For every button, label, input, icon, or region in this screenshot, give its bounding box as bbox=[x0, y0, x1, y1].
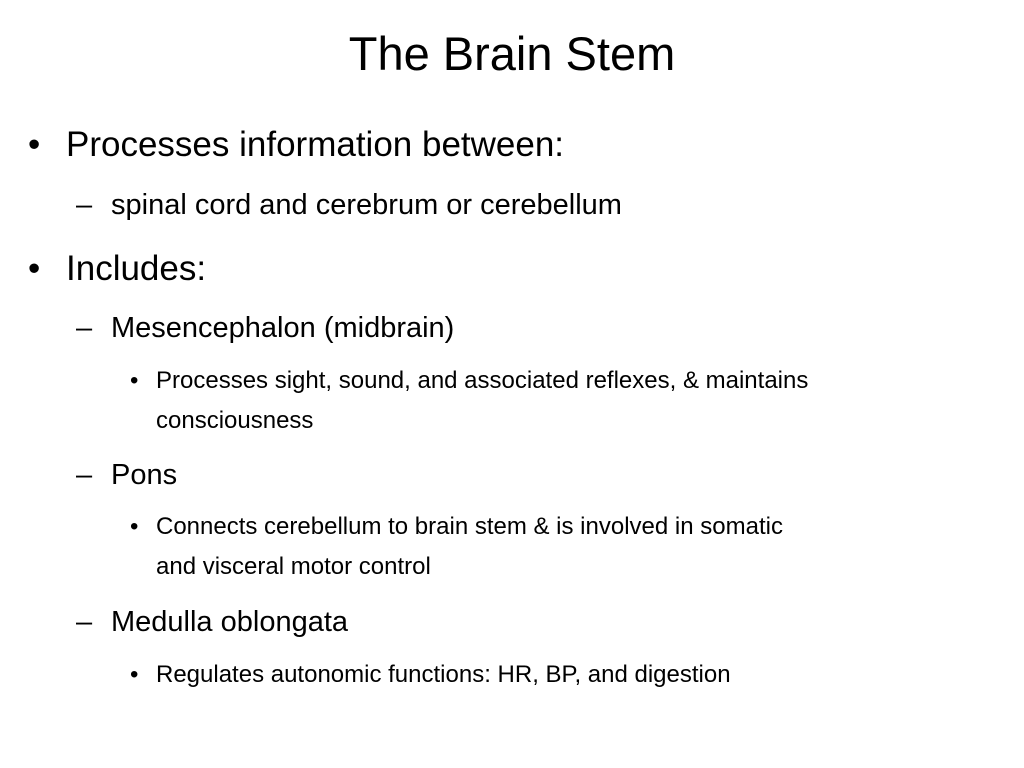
sub-bullet-text: Medulla oblongata bbox=[111, 606, 349, 638]
dash-marker: – bbox=[76, 606, 93, 638]
sub-bullet-text: Pons bbox=[111, 459, 178, 491]
detail-text: consciousness bbox=[156, 407, 314, 434]
dash-marker: – bbox=[76, 189, 93, 221]
sub-bullet-text: spinal cord and cerebrum or cerebellum bbox=[111, 189, 622, 221]
small-bullet-marker: • bbox=[130, 661, 139, 688]
bullet-marker: • bbox=[28, 125, 41, 164]
bullet-text: Processes information between: bbox=[66, 125, 565, 164]
bullet-text: Includes: bbox=[66, 249, 207, 288]
detail-text: Connects cerebellum to brain stem & is i… bbox=[156, 513, 783, 540]
slide-title: The Brain Stem bbox=[348, 27, 676, 80]
sub-bullet-text: Mesencephalon (midbrain) bbox=[111, 312, 455, 344]
bullet-marker: • bbox=[28, 249, 41, 288]
detail-text: Processes sight, sound, and associated r… bbox=[156, 367, 809, 394]
small-bullet-marker: • bbox=[130, 367, 139, 394]
detail-text: and visceral motor control bbox=[156, 553, 431, 580]
detail-text: Regulates autonomic functions: HR, BP, a… bbox=[156, 661, 731, 688]
small-bullet-marker: • bbox=[130, 513, 139, 540]
dash-marker: – bbox=[76, 312, 93, 344]
dash-marker: – bbox=[76, 459, 93, 491]
